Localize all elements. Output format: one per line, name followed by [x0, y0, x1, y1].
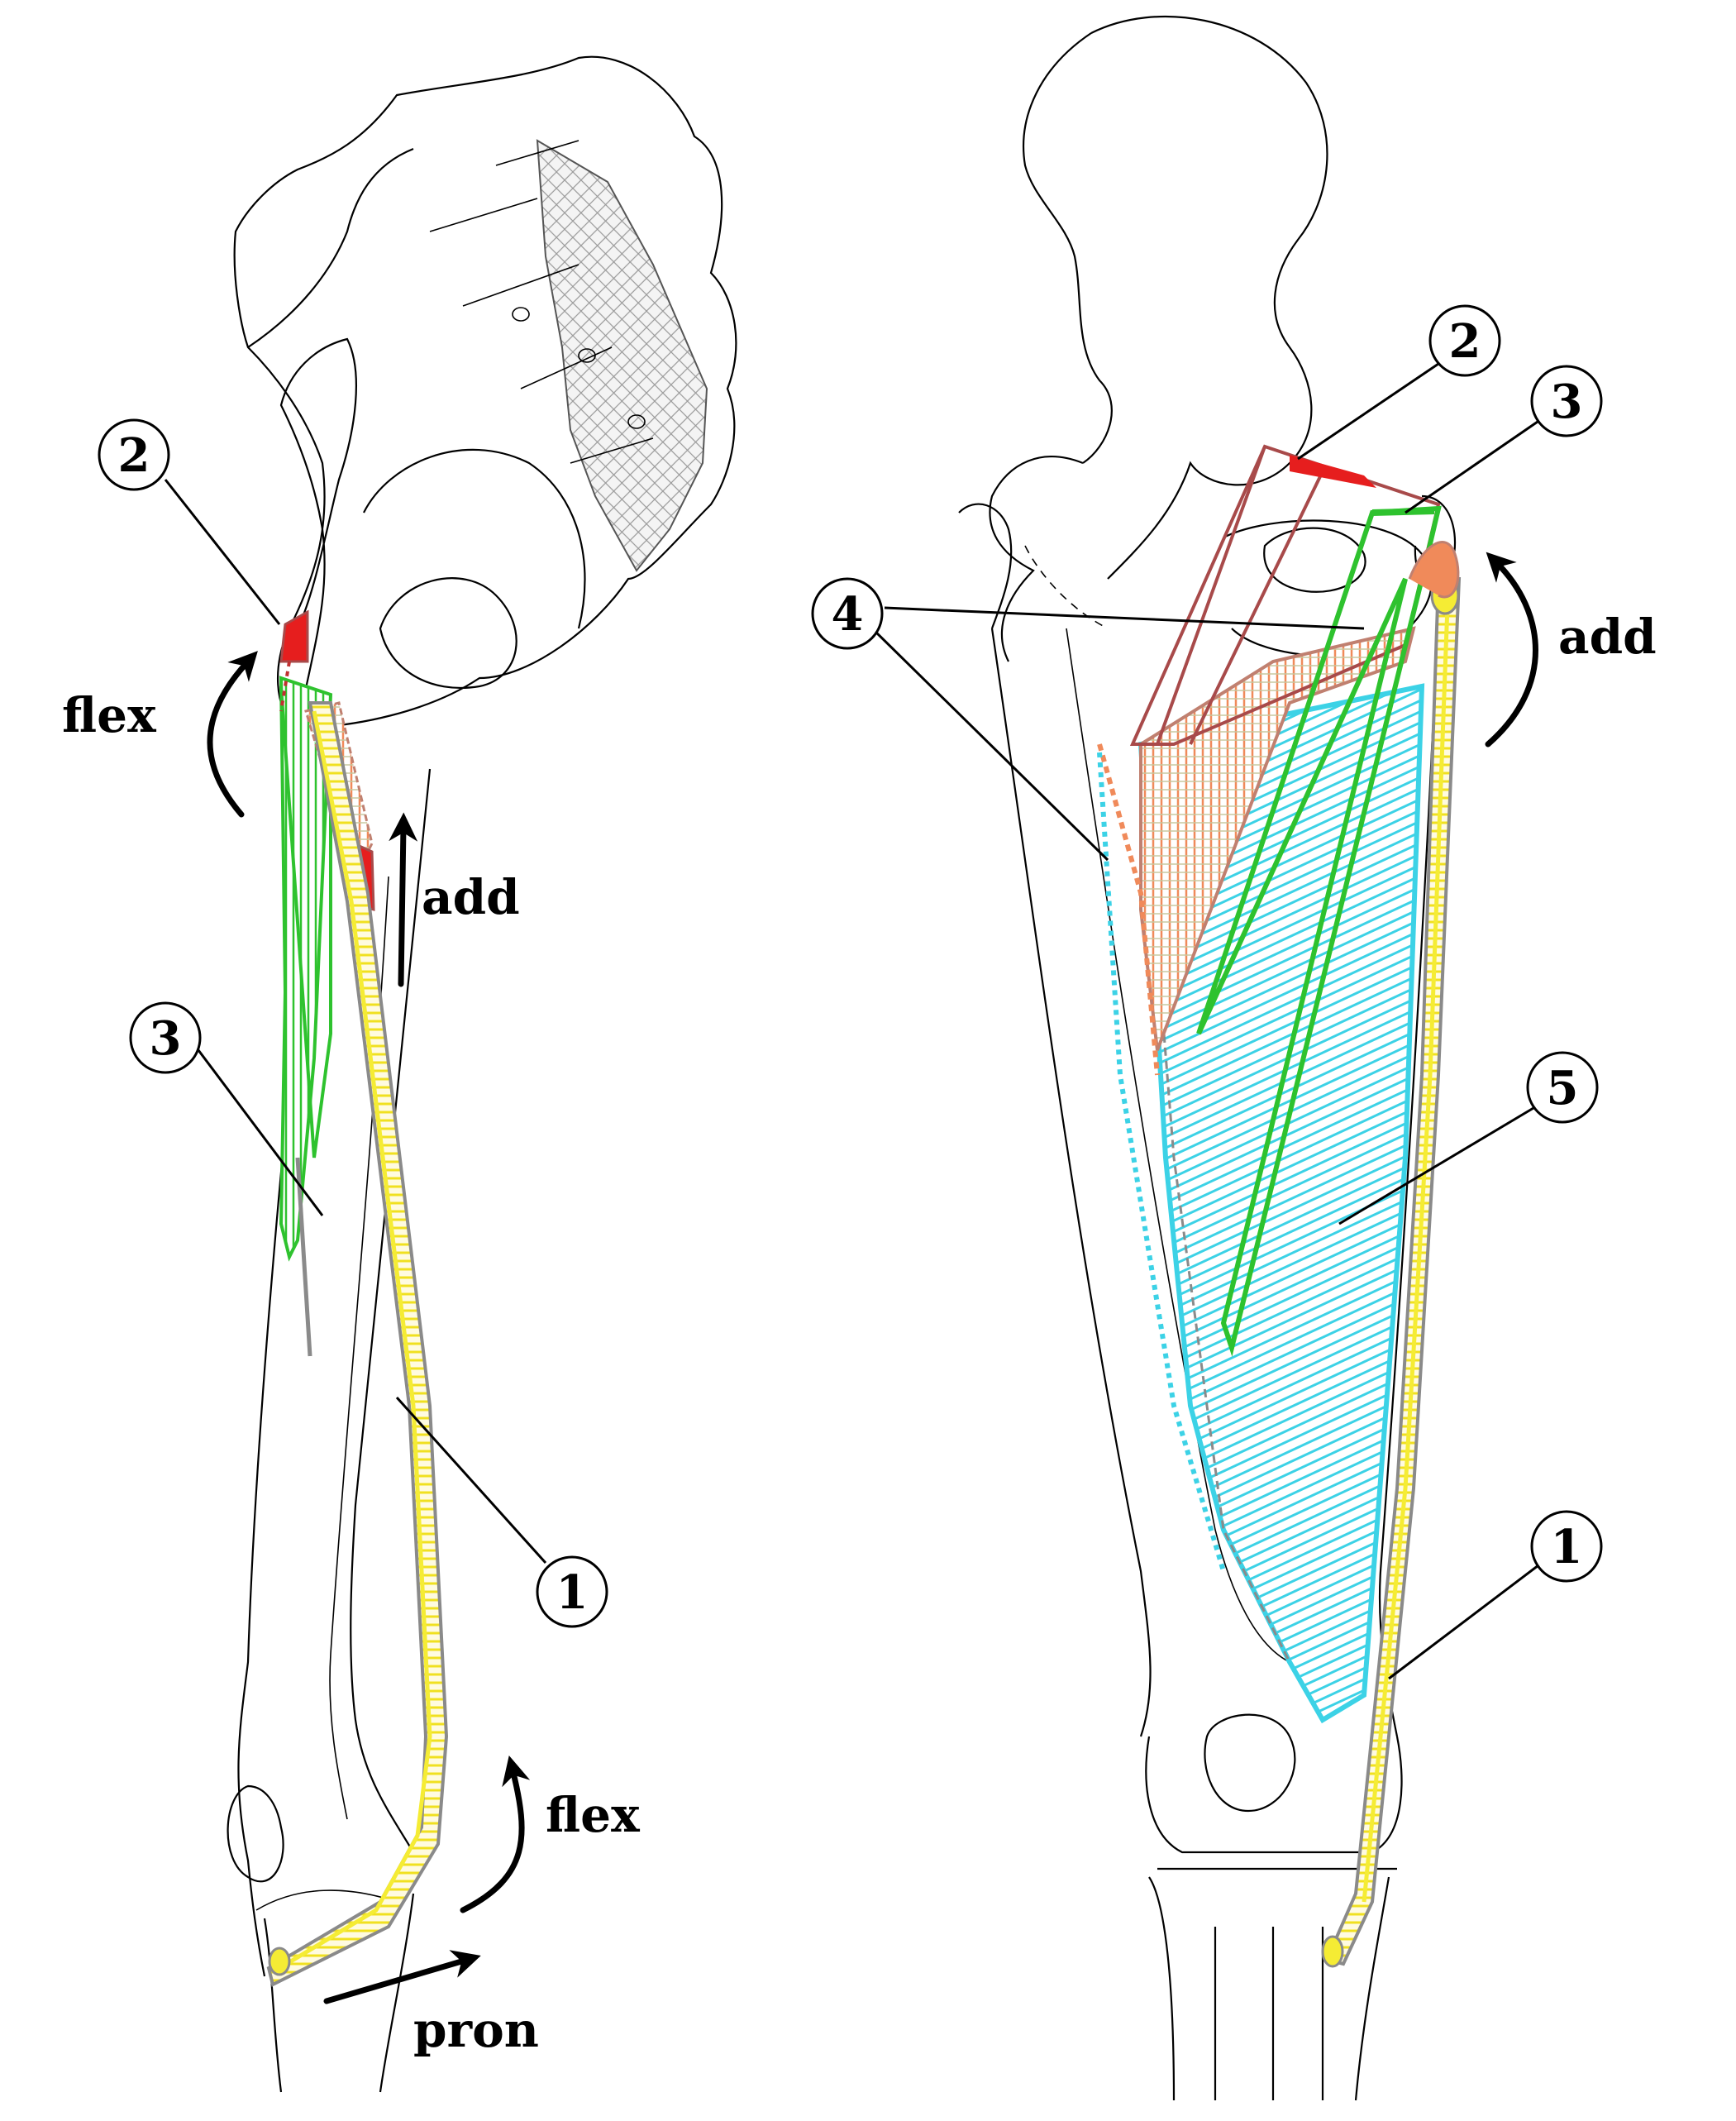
- muscle-1-left-insertion: [268, 1947, 291, 1976]
- ilium-wing: [279, 337, 357, 728]
- movement-add-left: add: [422, 869, 520, 925]
- label-left-3: 3: [150, 1011, 182, 1066]
- muscle-1-right-insertion: [1321, 1935, 1344, 1968]
- muscle-3-right: [1196, 505, 1442, 1357]
- knee-condyle-left: [227, 1784, 284, 1883]
- movement-add-right: add: [1558, 609, 1657, 665]
- right-ilium-outline: [1090, 15, 1328, 580]
- muscle-3-left-tendon: [295, 1157, 312, 1357]
- muscle-2-right-origin: [1290, 455, 1376, 488]
- right-femoral-head: [1263, 527, 1366, 593]
- leader-left-1: [395, 1396, 547, 1564]
- leader-left-2: [164, 479, 281, 625]
- pelvis-outline: [233, 55, 737, 729]
- right-ischium-dashed: [1024, 545, 1109, 629]
- label-right-1: 1: [1551, 1520, 1583, 1574]
- muscle-2-right-lines: [1156, 446, 1324, 745]
- muscle-3-right-origin: [1371, 508, 1435, 516]
- right-ilium-inner: [1023, 32, 1113, 464]
- obturator-foramen: [379, 577, 517, 689]
- right-femur-inner: [1066, 628, 1290, 1663]
- muscle-4-right-insertion: [1097, 743, 1160, 1076]
- label-circle-left-3: [129, 1001, 202, 1074]
- leader-right-4a: [884, 606, 1365, 630]
- sacrum: [536, 139, 708, 572]
- muscle-4-right-origin: [1408, 541, 1460, 599]
- movement-flex-hip: flex: [62, 687, 156, 743]
- muscle-1-right-edge: [1362, 582, 1451, 1903]
- pron-arrow: [323, 1950, 481, 2004]
- sacral-foramina: [512, 307, 646, 429]
- label-circle-right-5: [1526, 1051, 1599, 1124]
- add-arrow-right: [1485, 552, 1538, 748]
- flex-hip-arrow: [207, 651, 258, 818]
- muscle-5-right-edge: [1139, 743, 1291, 1663]
- label-right-2: 2: [1449, 314, 1481, 369]
- right-ischial-ramus: [958, 503, 1013, 629]
- label-circle-right-3: [1530, 365, 1603, 437]
- label-left-2: 2: [118, 428, 150, 483]
- muscle-1-left-edge: [271, 710, 432, 1975]
- sacral-segment-lines: [429, 140, 654, 464]
- leader-left-3: [197, 1049, 324, 1216]
- muscle-5-right: [1137, 683, 1425, 1724]
- right-knee-condyles: [1145, 1736, 1403, 1854]
- tibia-left-plateau: [255, 1889, 398, 1911]
- leader-right-1: [1388, 1561, 1543, 1680]
- label-right-5: 5: [1547, 1061, 1579, 1115]
- label-left-1: 1: [556, 1565, 589, 1620]
- right-tibia: [1148, 1867, 1397, 2101]
- muscle-4-right: [1139, 626, 1416, 1051]
- pelvic-inlet: [363, 448, 586, 629]
- movement-flex-knee: flex: [546, 1787, 640, 1843]
- iliac-crest: [247, 147, 414, 348]
- muscle-1-right: [1324, 577, 1462, 1966]
- label-circle-left-2: [98, 418, 170, 491]
- flex-knee-arrow: [460, 1756, 531, 1913]
- add-arrow-left: [389, 812, 418, 987]
- movement-pron: pron: [413, 2002, 539, 2058]
- left-view: 2 3 1 flex add flex pron: [62, 55, 737, 2093]
- muscle-2-left-origin: [279, 609, 309, 663]
- label-circle-left-1: [536, 1555, 608, 1628]
- leader-right-2: [1297, 362, 1439, 461]
- label-circle-right-1: [1530, 1510, 1603, 1583]
- leader-right-5: [1338, 1106, 1534, 1225]
- label-circle-right-2: [1428, 304, 1501, 377]
- right-femur-medial: [990, 628, 1152, 1737]
- muscle-5-right-insertion: [1097, 752, 1226, 1572]
- leader-right-3: [1405, 420, 1538, 514]
- right-pubis: [989, 456, 1084, 662]
- muscle-3-left-lines: [279, 686, 332, 1158]
- right-patella: [1204, 1713, 1296, 1813]
- label-circle-right-4: [811, 577, 884, 650]
- leader-right-4b: [870, 627, 1109, 862]
- label-right-3: 3: [1551, 375, 1583, 429]
- label-right-4: 4: [832, 587, 864, 642]
- muscle-2-left-dashed: [279, 661, 291, 712]
- tibia-left-outline: [263, 1893, 415, 2093]
- right-view: 2 3 4 5 1 add: [811, 15, 1657, 2101]
